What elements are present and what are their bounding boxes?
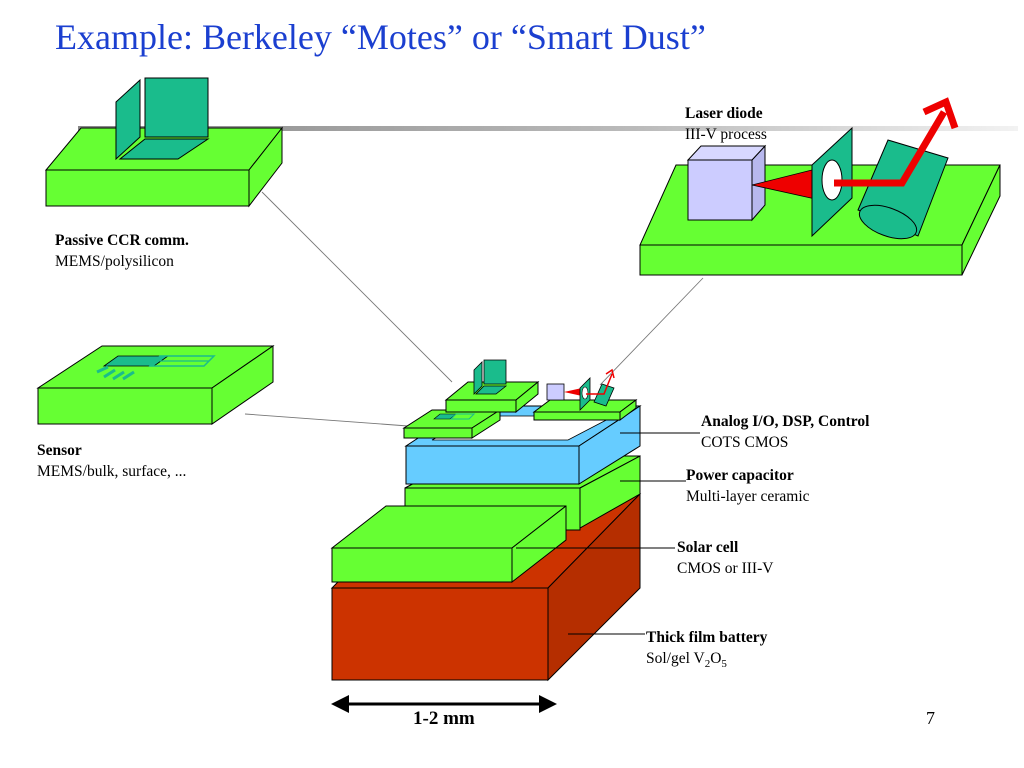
solar-cell-title: Solar cell xyxy=(677,539,739,556)
battery-subtitle: Sol/gel V2O5 xyxy=(646,648,767,675)
leader-lines xyxy=(516,432,700,635)
sensor-label: Sensor MEMS/bulk, surface, ... xyxy=(37,440,186,482)
solar-cell-label: Solar cell CMOS or III-V xyxy=(677,537,773,579)
scale-label: 1-2 mm xyxy=(413,708,475,729)
power-capacitor-subtitle: Multi-layer ceramic xyxy=(686,488,810,505)
passive-ccr-block xyxy=(44,77,284,208)
laser-diode-subtitle: III-V process xyxy=(685,126,767,143)
slide-title: Example: Berkeley “Motes” or “Smart Dust… xyxy=(55,17,706,57)
passive-ccr-title: Passive CCR comm. xyxy=(55,232,189,249)
passive-ccr-label: Passive CCR comm. MEMS/polysilicon xyxy=(55,230,189,272)
analog-io-subtitle: COTS CMOS xyxy=(701,434,789,451)
sensor-subtitle: MEMS/bulk, surface, ... xyxy=(37,463,187,480)
sensor-block xyxy=(36,345,275,425)
battery-sub-5: 5 xyxy=(721,658,727,671)
battery-label: Thick film battery Sol/gel V2O5 xyxy=(646,627,767,675)
laser-diode-block xyxy=(639,97,1001,276)
battery-subtitle-mid: O xyxy=(710,650,722,667)
solar-cell-layer xyxy=(330,504,568,584)
page-number: 7 xyxy=(926,708,935,728)
solar-cell-subtitle: CMOS or III-V xyxy=(677,560,774,577)
laser-diode-title: Laser diode xyxy=(685,105,763,122)
battery-title: Thick film battery xyxy=(646,629,768,646)
laser-diode-label: Laser diode III-V process xyxy=(685,103,767,145)
battery-subtitle-prefix: Sol/gel V xyxy=(646,650,705,667)
sensor-title: Sensor xyxy=(37,442,82,459)
mini-sensor-chip xyxy=(402,409,502,439)
mini-laser-chip xyxy=(532,368,638,421)
battery-sub-2: 2 xyxy=(704,658,711,671)
connector-lines xyxy=(244,191,704,427)
power-capacitor-label: Power capacitor Multi-layer ceramic xyxy=(686,465,810,507)
mini-ccr-chip xyxy=(444,359,540,414)
title-rule xyxy=(78,126,1018,131)
analog-io-title: Analog I/O, DSP, Control xyxy=(701,413,870,430)
power-capacitor-title: Power capacitor xyxy=(686,467,794,484)
passive-ccr-subtitle: MEMS/polysilicon xyxy=(55,253,174,270)
analog-io-label: Analog I/O, DSP, Control COTS CMOS xyxy=(701,411,869,453)
